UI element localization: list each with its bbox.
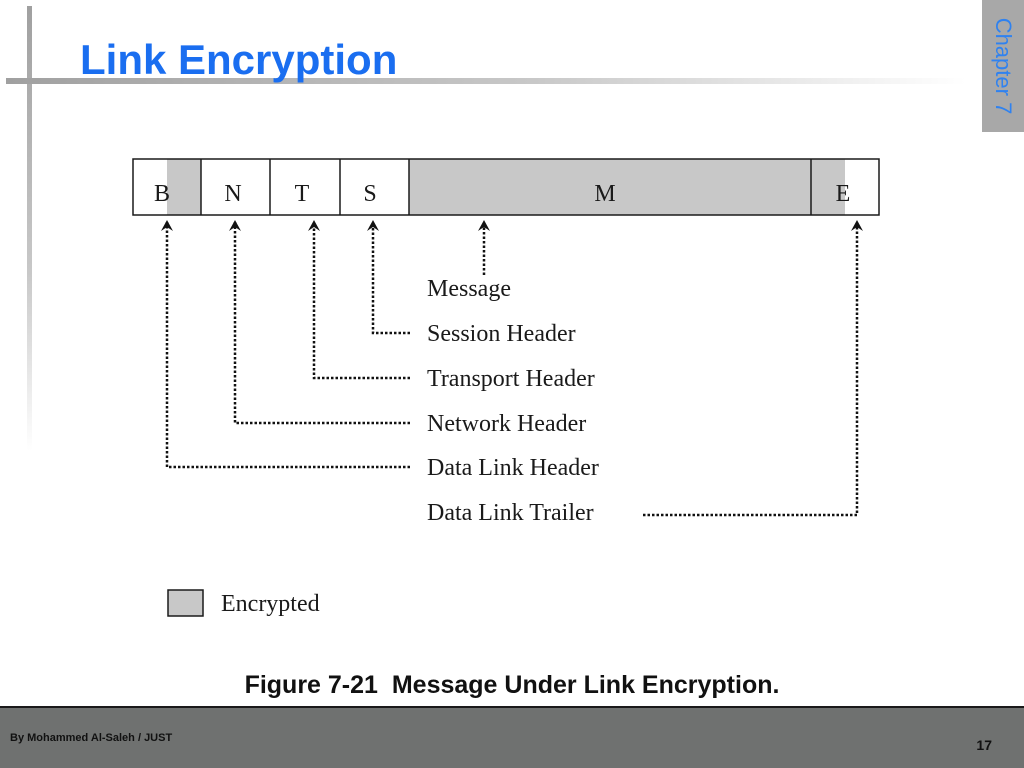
connector-data-link-header (161, 220, 410, 469)
field-letter-e: E (836, 181, 851, 207)
label-data-link-trailer: Data Link Trailer (427, 500, 594, 526)
encrypted-shade-e (811, 159, 845, 215)
label-data-link-header: Data Link Header (427, 455, 599, 481)
decorative-vertical-rule (27, 6, 32, 451)
chapter-tab: Chapter 7 (982, 0, 1024, 132)
figure-caption: Figure 7-21 Message Under Link Encryptio… (0, 671, 1024, 700)
connector-transport-header (308, 220, 410, 380)
footer-bar: By Mohammed Al-Saleh / JUST 17 (0, 706, 1024, 768)
link-encryption-diagram: B N T S M E Message Session Header Trans… (132, 158, 880, 617)
page-number: 17 (976, 737, 992, 753)
field-letter-b: B (154, 181, 170, 207)
connector-session-header (367, 220, 410, 335)
figure-caption-text: Message Under Link Encryption. (391, 671, 780, 699)
frame-outline (132, 158, 880, 216)
label-message: Message (427, 276, 511, 302)
slide-title: Link Encryption (80, 36, 398, 83)
decorative-horizontal-rule (6, 78, 966, 84)
encrypted-shade-b (167, 159, 201, 215)
field-letter-t: T (295, 181, 310, 207)
figure-number: Figure 7-21 (244, 671, 378, 699)
field-letter-m: M (594, 181, 615, 207)
connector-network-header (229, 220, 410, 425)
label-session-header: Session Header (427, 321, 576, 347)
connector-data-link-trailer (643, 220, 863, 517)
legend-encrypted-swatch (167, 589, 204, 617)
label-network-header: Network Header (427, 411, 586, 437)
field-letter-s: S (363, 181, 376, 207)
legend-encrypted-label: Encrypted (221, 591, 320, 617)
encrypted-shade-m (409, 159, 811, 215)
label-transport-header: Transport Header (427, 366, 595, 392)
field-letter-n: N (224, 181, 241, 207)
footer-author: By Mohammed Al-Saleh / JUST (10, 732, 173, 744)
